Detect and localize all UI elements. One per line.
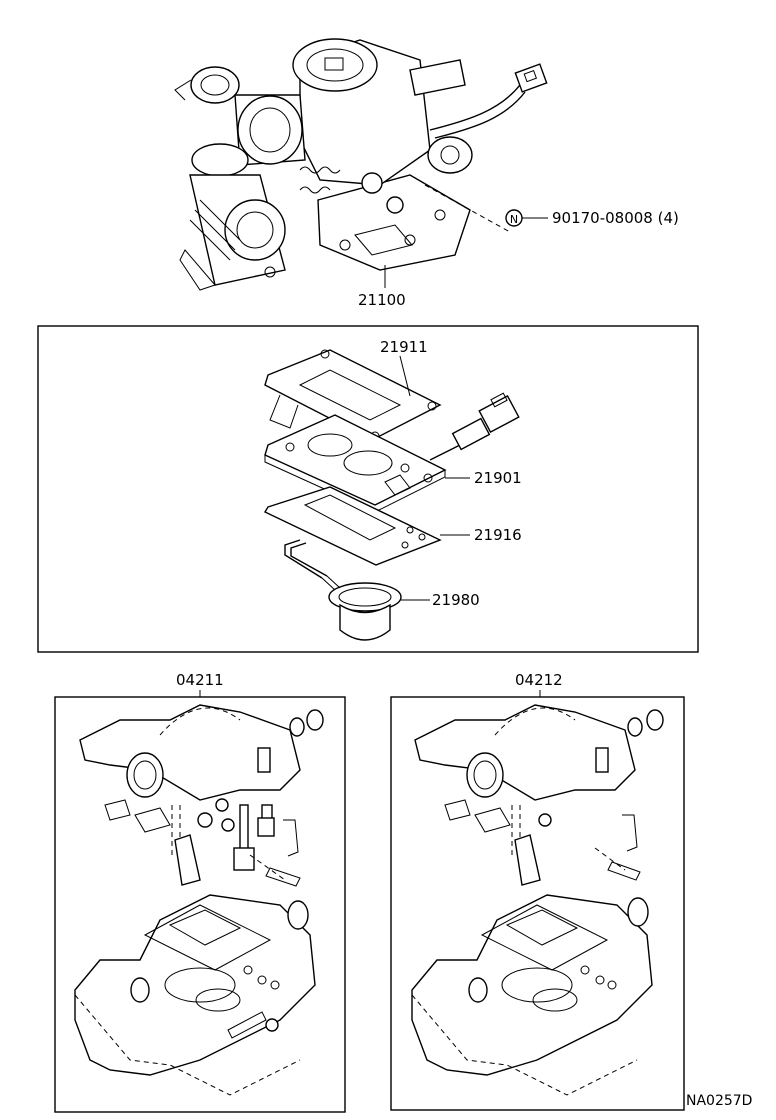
bolt-marker-letter: N xyxy=(510,213,518,226)
sensor-ring-label: 21980 xyxy=(432,591,480,609)
gasket-top-label: 21911 xyxy=(380,338,428,356)
bolt-label: 90170-08008 (4) xyxy=(552,209,679,227)
kit-left-parts-illustration xyxy=(74,704,324,1096)
gasket-bottom-label: 21916 xyxy=(474,526,522,544)
kit-left-frame xyxy=(54,696,346,1113)
insulator-label: 21901 xyxy=(474,469,522,487)
kit-right-label: 04212 xyxy=(515,671,563,689)
gasket-top-leader xyxy=(399,355,411,397)
carburetor-label: 21100 xyxy=(358,291,406,309)
kit-right-parts-illustration xyxy=(411,704,664,1096)
insulator-illustration xyxy=(264,392,520,513)
insulator-kit-frame xyxy=(37,325,699,653)
carburetor-assembly-illustration xyxy=(174,38,548,291)
diagram-code: NA0257D xyxy=(686,1093,752,1109)
bolt-leader-dashed xyxy=(424,184,511,233)
kit-right-frame xyxy=(390,696,685,1111)
gasket-top-illustration xyxy=(264,349,442,441)
gasket-bottom-illustration xyxy=(264,486,442,579)
sensor-ring-illustration xyxy=(321,575,402,641)
kit-left-label: 04211 xyxy=(176,671,224,689)
